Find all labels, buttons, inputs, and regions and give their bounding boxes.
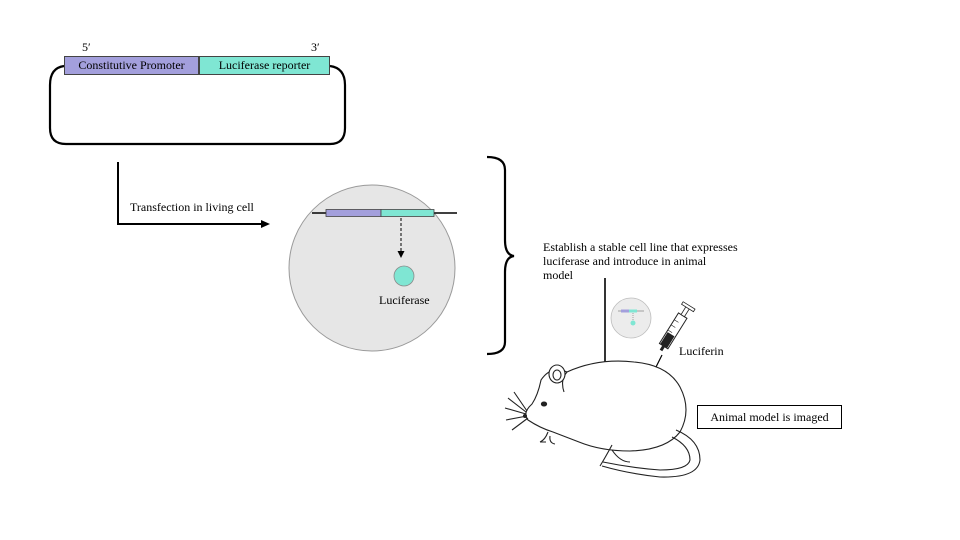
establish-line-1: Establish a stable cell line that expres… (543, 240, 738, 254)
reporter-segment: Luciferase reporter (199, 56, 330, 75)
bracket (486, 155, 515, 356)
expression-arrow (397, 218, 405, 258)
transfection-arrow (117, 162, 270, 228)
cell (288, 184, 456, 352)
luciferin-label: Luciferin (679, 344, 724, 358)
establish-line-2: luciferase and introduce in animal (543, 254, 707, 268)
cell-reporter-segment (380, 209, 435, 217)
syringe-icon (647, 301, 696, 384)
establish-line-3: model (543, 268, 573, 282)
cell-promoter-segment (325, 209, 382, 217)
outcome-box: Animal model is imaged (697, 405, 842, 429)
luciferase-label: Luciferase (379, 293, 430, 307)
plasmid-backbone (48, 64, 347, 146)
transfection-label: Transfection in living cell (130, 200, 254, 214)
mouse-illustration (504, 360, 701, 478)
promoter-segment: Constitutive Promoter (64, 56, 199, 75)
outcome-label: Animal model is imaged (710, 410, 829, 424)
cell-thumbnail-icon (610, 297, 652, 339)
five-prime-label: 5′ (82, 40, 91, 54)
reporter-label: Luciferase reporter (218, 58, 311, 72)
three-prime-label: 3′ (311, 40, 320, 54)
luciferase-protein-icon (393, 265, 415, 287)
promoter-label: Constitutive Promoter (78, 58, 185, 72)
establish-text: Establish a stable cell line that expres… (543, 240, 738, 282)
